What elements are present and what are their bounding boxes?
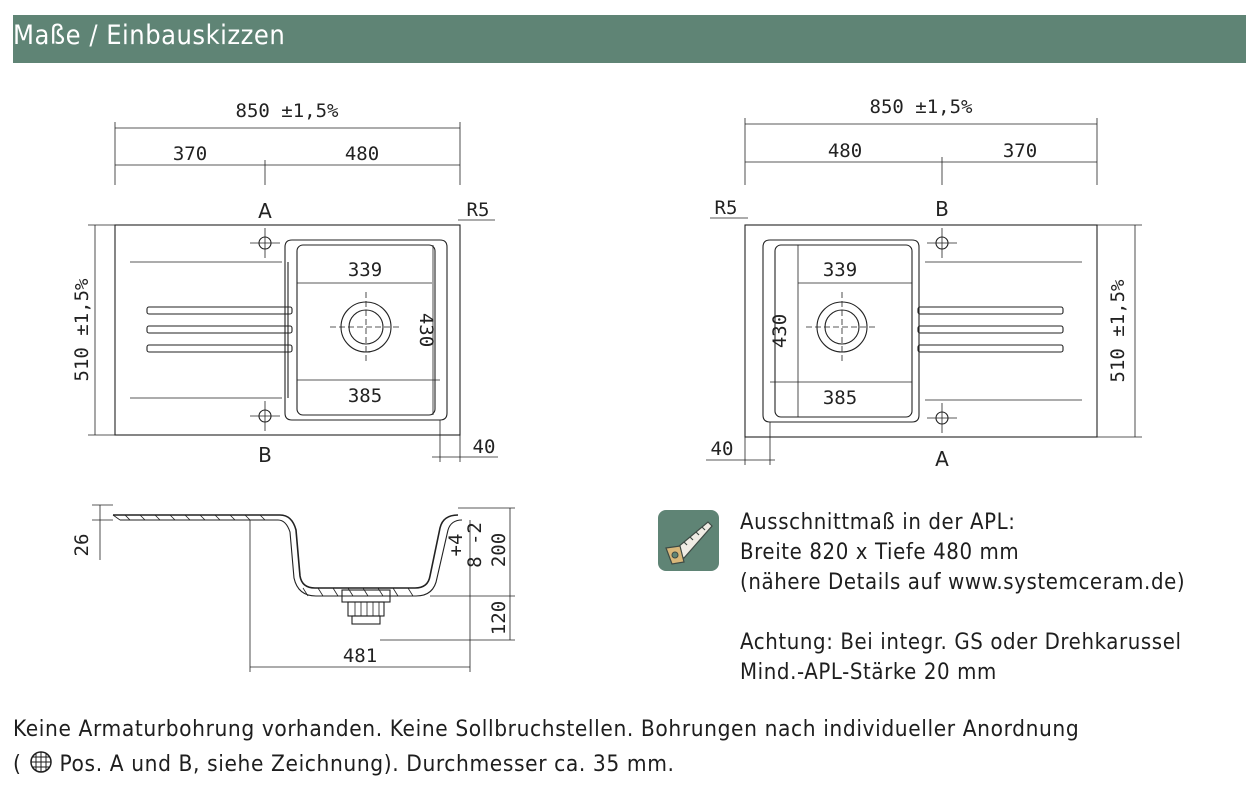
left-height: 510 ±1,5%	[71, 278, 93, 382]
section-tol-plus: +4	[445, 534, 467, 557]
saw-icon	[658, 510, 719, 571]
left-segment-left: 370	[173, 143, 207, 165]
page-title: Maße / Einbauskizzen	[13, 20, 286, 51]
section-bowl-width: 481	[343, 645, 377, 667]
note-line-3: (nähere Details auf www.systemceram.de)	[740, 570, 1186, 595]
footer-line-1: Keine Armaturbohrung vorhanden. Keine So…	[13, 716, 1080, 742]
left-bowl-depth: 430	[415, 313, 437, 347]
right-top-view: 850 ±1,5% 480 370 B A R5 510 ±1,5% 339 3…	[706, 96, 1142, 471]
header-bar	[13, 15, 1246, 63]
technical-drawings: 850 ±1,5% 370 480 A B R5 510 ±1,5% 339 3…	[71, 96, 1142, 672]
note-line-4: Achtung: Bei integr. GS oder Drehkarusse…	[740, 630, 1182, 655]
right-bowl-depth: 430	[769, 314, 791, 348]
footer-line-2-text: Pos. A und B, siehe Zeichnung). Durchmes…	[52, 751, 675, 777]
left-edge: 40	[473, 436, 496, 458]
footer-paren: (	[13, 751, 22, 777]
right-height: 510 ±1,5%	[1107, 279, 1129, 383]
section-rim-height: 26	[71, 534, 93, 557]
left-segment-right: 480	[345, 143, 379, 165]
right-bowl-width-bottom: 385	[823, 387, 857, 409]
section-depth: 200	[488, 533, 510, 567]
left-top-view: 850 ±1,5% 370 480 A B R5 510 ±1,5% 339 3…	[71, 100, 498, 467]
section-tol-minus: 8 -2	[464, 522, 486, 568]
right-edge: 40	[711, 438, 734, 460]
grid-circle-icon	[29, 750, 53, 785]
left-bowl-width-top: 339	[348, 259, 382, 281]
footer-text: Keine Armaturbohrung vorhanden. Keine So…	[13, 712, 1079, 785]
note-line-5: Mind.-APL-Stärke 20 mm	[740, 660, 997, 685]
left-overall-width: 850 ±1,5%	[236, 100, 340, 122]
footer-line-2: ( Pos. A und B, siehe Zeichnung). Durchm…	[13, 747, 1079, 785]
right-radius: R5	[715, 197, 738, 219]
left-position-a: A	[258, 199, 272, 223]
section-drain-height: 120	[488, 601, 510, 635]
section-view: 26 481 200 120 +4 8 -2	[71, 504, 515, 672]
left-radius: R5	[467, 199, 490, 221]
right-segment-left: 480	[828, 140, 862, 162]
note-line-1: Ausschnittmaß in der APL:	[740, 510, 1016, 535]
right-bowl-width-top: 339	[823, 259, 857, 281]
right-overall-width: 850 ±1,5%	[870, 96, 974, 118]
right-segment-right: 370	[1003, 140, 1037, 162]
left-position-b: B	[258, 443, 272, 467]
right-position-a: A	[935, 447, 949, 471]
left-bowl-width-bottom: 385	[348, 385, 382, 407]
right-position-b: B	[935, 197, 949, 221]
note-line-2: Breite 820 x Tiefe 480 mm	[740, 540, 1020, 565]
cutout-note: Ausschnittmaß in der APL: Breite 820 x T…	[740, 508, 1185, 688]
